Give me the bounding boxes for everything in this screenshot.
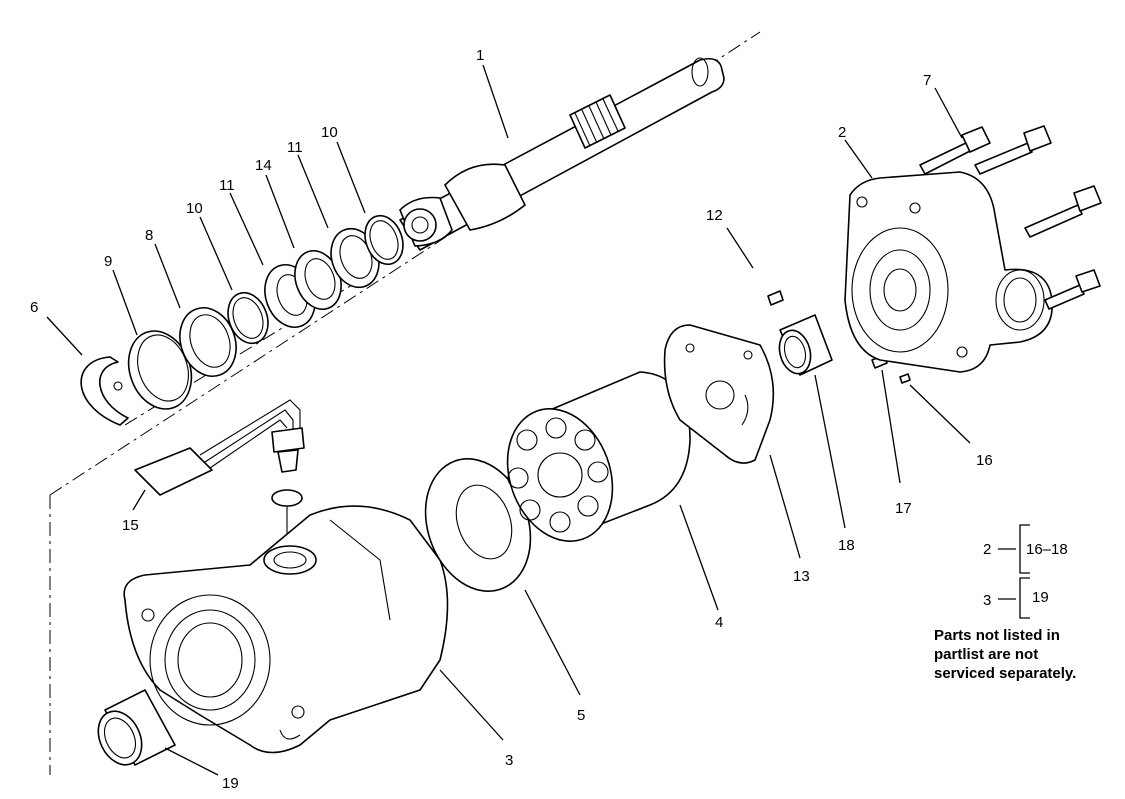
retaining-ring-6 [80,356,129,426]
callout-11a: 11 [219,177,235,194]
callout-13: 13 [793,568,810,585]
speed-sensor-15 [134,399,305,560]
kit-legend: 2 16–18 3 19 [983,524,1068,619]
pin-16 [899,373,911,384]
service-note-line-1: Parts not listed in [934,627,1060,644]
callout-7: 7 [923,72,931,89]
service-note-line-3: serviced separately. [934,665,1077,682]
callout-10b: 10 [321,124,338,141]
callout-4: 4 [715,614,723,631]
callout-6: 6 [30,299,38,316]
callout-numbers: 1 2 7 6 9 8 10 11 14 11 10 12 16 17 18 1… [30,47,993,792]
washer-8 [179,307,237,377]
housing-part-3 [123,505,449,754]
callout-10a: 10 [186,200,203,217]
service-note-line-2: partlist are not [934,646,1039,663]
bushing-19 [97,689,176,766]
callout-2: 2 [838,124,846,141]
callout-12: 12 [706,207,723,224]
callout-3: 3 [505,752,513,769]
callout-5: 5 [577,707,585,724]
callout-18: 18 [838,537,855,554]
snap-ring-10b [364,214,404,266]
end-cover-2 [844,171,1053,373]
callout-11b: 11 [287,139,303,156]
pin-12 [767,290,784,306]
needle-bearing-18 [778,314,833,376]
legend-row1-children: 16–18 [1026,541,1068,558]
callout-8: 8 [145,227,153,244]
callout-15: 15 [122,517,139,534]
valve-plate-13 [663,324,775,464]
callout-17: 17 [895,500,912,517]
callout-9: 9 [104,253,112,270]
leader-lines [46,64,971,776]
bolts-7 [919,125,1102,310]
callout-19: 19 [222,775,239,792]
swash-plate-5 [424,458,532,592]
service-note: Parts not listed in partlist are not ser… [934,626,1124,683]
snap-ring-10a [227,291,269,345]
callout-14: 14 [255,157,272,174]
legend-row1-parent: 2 [983,541,991,558]
callout-16: 16 [976,452,993,469]
callout-1: 1 [476,47,484,64]
shaft-part-1 [399,57,725,251]
rotating-group-4 [506,371,691,542]
legend-row2-children: 19 [1032,589,1049,606]
legend-row2-parent: 3 [983,592,991,609]
